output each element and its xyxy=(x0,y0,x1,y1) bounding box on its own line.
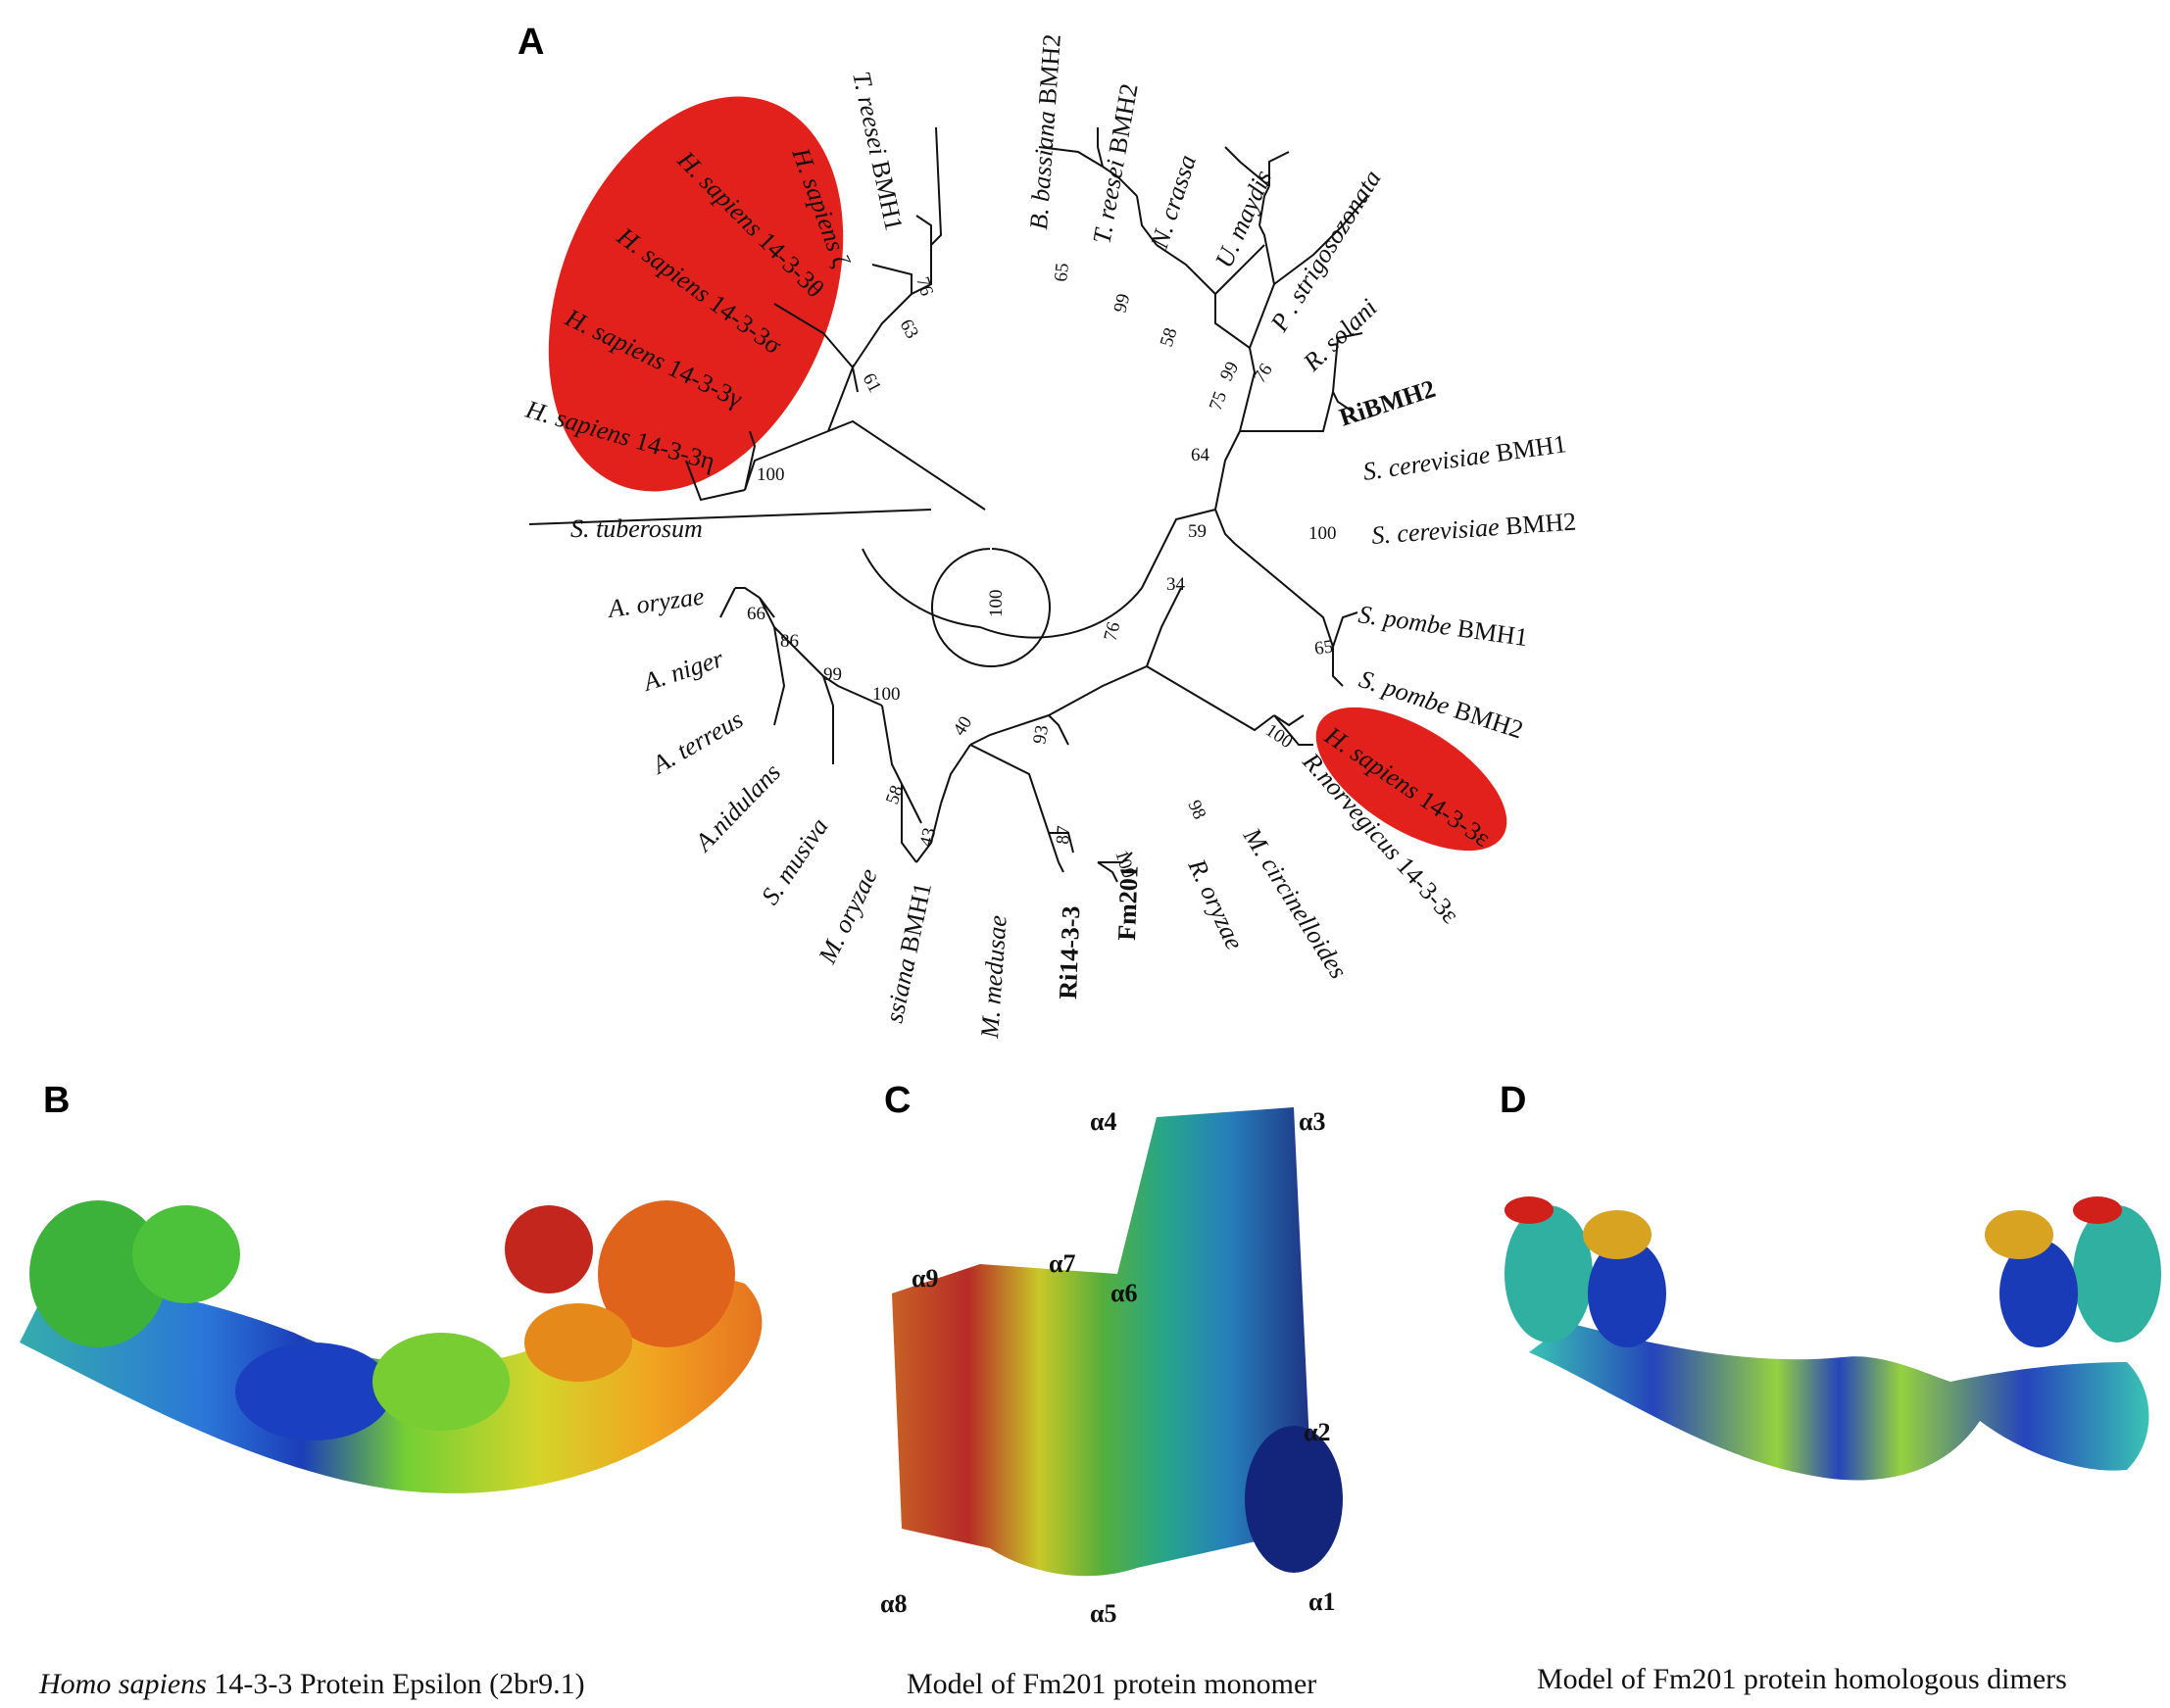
bootstrap-value: 98 xyxy=(1183,797,1209,822)
bootstrap-value: 61 xyxy=(859,369,885,396)
phylogenetic-tree: T. reesei BMH1 H. sapiens ζ H. sapiens 1… xyxy=(521,33,1577,1041)
leaf-bbbmh2: B. bassiana BMH2 xyxy=(1024,33,1066,231)
caption-b: Homo sapiens 14-3-3 Protein Epsilon (2br… xyxy=(38,1668,585,1700)
leaf-scbmh1: S. cerevisiae BMH1 xyxy=(1361,429,1568,486)
structure-fm201-dimer xyxy=(1504,1196,2161,1481)
leaf-anig: A. niger xyxy=(638,644,727,697)
helix-labels: α1 α2 α3 α4 α5 α6 α7 α8 α9 xyxy=(880,1107,1336,1628)
bootstrap-value: 76 xyxy=(1100,620,1124,644)
highlight-ellipse-human-epsilon xyxy=(1315,707,1507,852)
leaf-spbmh1: S. pombe BMH1 xyxy=(1356,600,1529,652)
bootstrap-value: 65 xyxy=(1313,637,1335,659)
bootstrap-value: 65 xyxy=(1051,262,1073,282)
bootstrap-value: 100 xyxy=(986,590,1007,618)
bootstrap-value: 93 xyxy=(1029,724,1053,746)
leaf-scbmh2: S. cerevisiae BMH2 xyxy=(1370,507,1577,550)
helix-label-a2: α2 xyxy=(1304,1418,1331,1446)
leaf-umay: U. maydis xyxy=(1209,166,1277,271)
leaf-mmed: M. medusae xyxy=(975,914,1012,1040)
caption-c: Model of Fm201 protein monomer xyxy=(907,1668,1316,1700)
leaf-ncra: N. crassa xyxy=(1145,151,1202,252)
leaf-ater: A. terreus xyxy=(646,705,748,780)
bootstrap-value: 76 xyxy=(912,274,937,299)
panel-label-b: B xyxy=(43,1080,70,1121)
tree-branches xyxy=(528,126,1368,883)
leaf-bbbmh1: ssiana BMH1 xyxy=(880,880,938,1025)
bootstrap-value: 34 xyxy=(1166,574,1186,595)
bootstrap-value: 100 xyxy=(757,464,785,485)
helix-label-a9: α9 xyxy=(912,1264,939,1293)
bootstrap-value: 100 xyxy=(1308,523,1337,544)
panel-label-d: D xyxy=(1500,1080,1526,1121)
leaf-mory: M. oryzae xyxy=(813,863,883,968)
helix-label-a7: α7 xyxy=(1049,1249,1076,1278)
bootstrap-value: 100 xyxy=(1261,720,1296,753)
leaf-trbmh1: T. reesei BMH1 xyxy=(847,69,909,233)
helix-label-a3: α3 xyxy=(1299,1107,1326,1136)
bootstrap-value: 75 xyxy=(1206,389,1231,414)
leaf-mcir: M. circinelloides xyxy=(1237,822,1353,984)
bootstrap-value: 86 xyxy=(780,631,799,652)
bootstrap-value: 99 xyxy=(1216,359,1243,385)
bootstrap-value: 63 xyxy=(896,316,922,342)
panel-label-a: A xyxy=(518,22,544,63)
highlight-ellipse-human-cluster xyxy=(548,96,844,492)
leaf-aory: A. oryzae xyxy=(605,582,706,624)
leaf-rory: R. oryzae xyxy=(1182,854,1249,953)
bootstrap-value: 87 xyxy=(1053,825,1074,845)
bootstrap-value: 66 xyxy=(747,604,765,624)
structure-2br9-human-epsilon xyxy=(20,1200,763,1493)
bootstrap-value: 40 xyxy=(949,712,976,739)
bootstrap-value: 43 xyxy=(915,826,940,850)
leaf-trbmh2: T. reesei BMH2 xyxy=(1087,81,1143,246)
leaf-fm201: Fm201 xyxy=(1112,865,1144,942)
bootstrap-value: 99 xyxy=(823,664,842,685)
leaf-anid: A.nidulans xyxy=(688,757,786,857)
helix-label-a6: α6 xyxy=(1110,1279,1138,1307)
bootstrap-value: 58 xyxy=(1157,325,1182,350)
leaf-rsol: R. solani xyxy=(1297,293,1382,377)
helix-label-a4: α4 xyxy=(1090,1107,1117,1136)
structure-fm201-monomer xyxy=(892,1107,1343,1577)
caption-d: Model of Fm201 protein homologous dimers xyxy=(1537,1663,2067,1695)
leaf-ri1433: Ri14-3-3 xyxy=(1054,905,1085,1000)
helix-label-a1: α1 xyxy=(1308,1587,1336,1616)
bootstrap-value: 99 xyxy=(1110,292,1134,316)
bootstrap-value: 64 xyxy=(1191,445,1210,465)
bootstrap-value: 59 xyxy=(1188,521,1207,542)
helix-label-a8: α8 xyxy=(880,1589,908,1618)
bootstrap-value: 100 xyxy=(872,684,901,705)
leaf-ribmh2: RiBMH2 xyxy=(1336,374,1439,432)
leaf-stub: S. tuberosum xyxy=(570,514,703,543)
leaf-smus: S. musiva xyxy=(756,813,834,910)
bootstrap-values: 76 63 61 100 100 66 86 99 100 58 43 40 9… xyxy=(747,262,1337,880)
helix-label-a5: α5 xyxy=(1090,1599,1117,1628)
panel-label-c: C xyxy=(884,1080,911,1121)
